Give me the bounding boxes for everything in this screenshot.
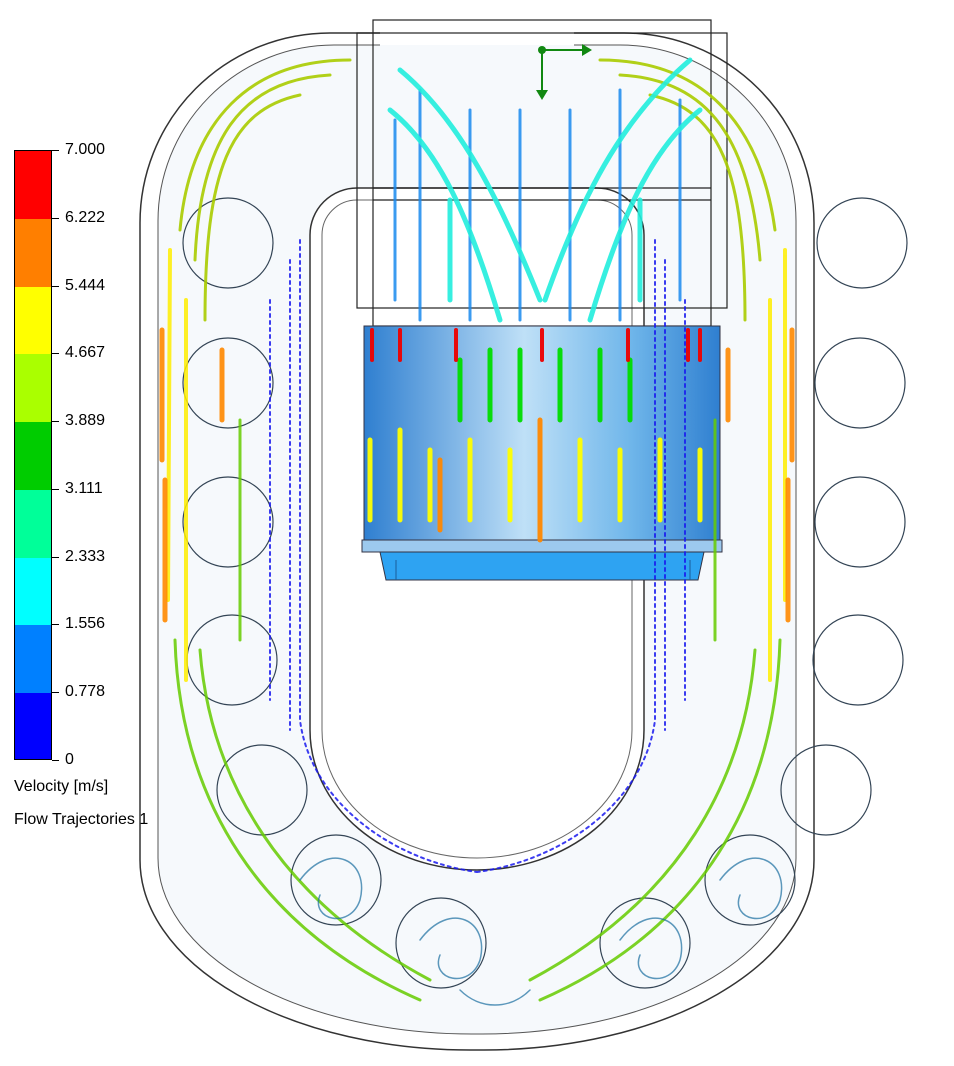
legend-tick-label: 3.111	[65, 479, 103, 497]
legend-tick-label: 3.889	[65, 412, 106, 430]
legend-swatch	[15, 354, 51, 424]
inlet-direction-marker	[536, 44, 592, 100]
legend-tick-mark	[52, 556, 59, 558]
legend-swatch	[15, 218, 51, 288]
legend-tick-mark	[52, 488, 59, 490]
legend-tick-label: 6.222	[65, 208, 106, 226]
legend-tick-mark	[52, 760, 59, 761]
legend-swatch	[15, 693, 51, 759]
product-box	[361, 325, 723, 581]
legend-tick-label: 4.667	[65, 344, 106, 362]
legend-swatch	[15, 151, 51, 220]
legend-title: Velocity [m/s]	[14, 778, 109, 795]
legend-tick-mark	[52, 692, 59, 694]
legend-swatch	[15, 625, 51, 695]
velocity-legend: 7.000 6.222 5.444 4.667 3.889 3.111 2.333 1.556…	[14, 142, 164, 830]
legend-tick-mark	[52, 624, 59, 626]
legend-tick-mark	[52, 353, 59, 355]
legend-tick-label: 5.444	[65, 276, 106, 294]
legend-tick-mark	[52, 285, 59, 287]
legend-swatch	[15, 422, 51, 491]
legend-subtitle: Flow Trajectories 1	[14, 811, 149, 828]
legend-tick-label: 7.000	[65, 141, 106, 158]
legend-tick-mark	[52, 421, 59, 423]
color-scale-bar	[14, 150, 52, 760]
legend-tick-label: 0	[65, 751, 74, 768]
legend-tick-mark	[52, 150, 59, 151]
legend-tick-label: 1.556	[65, 615, 106, 633]
legend-swatch	[15, 286, 51, 356]
legend-swatch	[15, 557, 51, 627]
legend-tick-mark	[52, 217, 59, 219]
flow-trajectories	[159, 57, 795, 1006]
legend-swatch	[15, 489, 51, 559]
legend-tick-label: 0.778	[65, 683, 106, 701]
legend-tick-label: 2.333	[65, 547, 106, 565]
roller-circles	[182, 197, 908, 989]
